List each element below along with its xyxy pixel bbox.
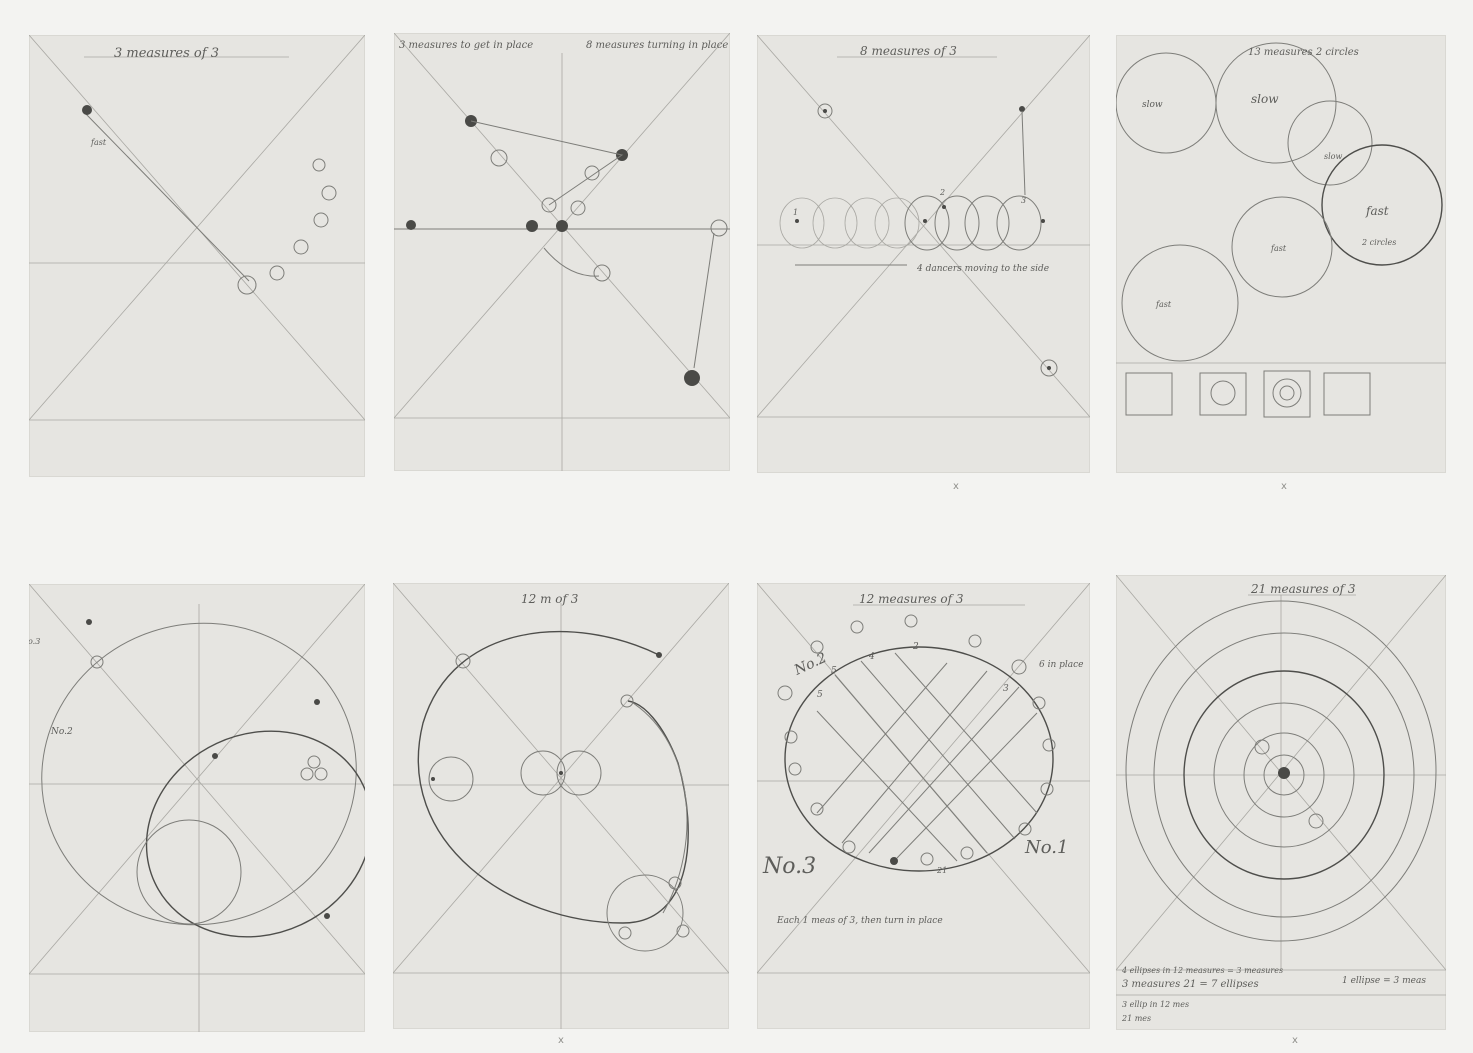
sketch-panel-8: 21 measures of 3 4 ellipses in 12 measur… xyxy=(1116,575,1446,1030)
panel-8-note-2: 3 measures 21 = 7 ellipses xyxy=(1122,979,1259,990)
panel-7-note-no3: No.3 xyxy=(762,854,816,879)
panel-8-drawing: 21 measures of 3 4 ellipses in 12 measur… xyxy=(1116,575,1446,1030)
panel-5-note-no2: No.2 xyxy=(50,727,73,737)
panel-8-title: 21 measures of 3 xyxy=(1250,582,1356,596)
panel-7-note-in-place: 6 in place xyxy=(1039,660,1084,670)
panel-6-title: 12 m of 3 xyxy=(521,592,579,606)
panel-5-note-no3: No.3 xyxy=(29,637,40,646)
panel-7-num-3: 3 xyxy=(1003,684,1009,694)
panel-7-note-no1: No.1 xyxy=(1024,837,1068,858)
panel-4-title: 13 measures 2 circles xyxy=(1248,47,1359,58)
panel-1-note: fast xyxy=(90,138,107,147)
panel-8-note-5: 21 mes xyxy=(1121,1014,1151,1023)
x-mark-1: x xyxy=(953,481,959,492)
panel-8-note-3: 1 ellipse = 3 meas xyxy=(1342,976,1426,986)
sketch-panel-5: No.2 No.3 xyxy=(29,584,365,1032)
sketch-panel-6: 12 m of 3 xyxy=(393,583,729,1029)
panel-3-title: 8 measures of 3 xyxy=(860,44,957,58)
panel-2-drawing: 3 measures to get in place 8 measures tu… xyxy=(394,33,730,471)
sketch-panel-2: 3 measures to get in place 8 measures tu… xyxy=(394,33,730,471)
sketch-panel-7: 12 measures of 3 No.2 No.3 No.1 6 in pla… xyxy=(757,583,1090,1029)
panel-4-note-slow: slow xyxy=(1142,100,1163,110)
sketch-panel-4: slow slow slow fast fast fast 2 circles … xyxy=(1116,35,1446,473)
sketch-panel-1: 3 measures of 3 fast xyxy=(29,35,365,477)
panel-7-num-4: 4 xyxy=(868,652,875,662)
panel-7-title: 12 measures of 3 xyxy=(859,592,964,606)
panel-7-num-5: 5 xyxy=(831,666,837,676)
panel-4-note-circles: 2 circles xyxy=(1361,238,1396,247)
panel-3-number-1: 1 xyxy=(793,208,798,217)
panel-7-num-5b: 5 xyxy=(817,690,823,700)
panel-4-note-fast-2: fast xyxy=(1270,244,1287,253)
panel-5-drawing: No.2 No.3 xyxy=(29,584,365,1032)
panel-4-note-slow-2: slow xyxy=(1251,92,1279,106)
panel-7-num-21: 21 xyxy=(936,866,947,875)
x-mark-4: x xyxy=(1292,1035,1298,1046)
panel-7-note-no2: No.2 xyxy=(791,650,829,679)
panel-7-note-each: Each 1 meas of 3, then turn in place xyxy=(776,916,943,926)
panel-4-note-fast-3: fast xyxy=(1155,300,1172,309)
panel-2-title-left: 3 measures to get in place xyxy=(399,40,533,51)
panel-7-drawing: 12 measures of 3 No.2 No.3 No.1 6 in pla… xyxy=(757,583,1090,1029)
sketch-panel-3: 8 measures of 3 4 dancers moving to the … xyxy=(757,35,1090,473)
panel-3-number-2: 2 xyxy=(939,188,945,197)
panel-1-title: 3 measures of 3 xyxy=(114,46,219,61)
panel-8-note-1: 4 ellipses in 12 measures = 3 measures xyxy=(1121,966,1283,975)
panel-1-drawing: 3 measures of 3 fast xyxy=(29,35,365,477)
panel-4-note-fast: fast xyxy=(1365,204,1389,218)
panel-3-drawing: 8 measures of 3 4 dancers moving to the … xyxy=(757,35,1090,473)
panel-4-drawing: slow slow slow fast fast fast 2 circles … xyxy=(1116,35,1446,473)
x-mark-3: x xyxy=(558,1035,564,1046)
x-mark-2: x xyxy=(1281,481,1287,492)
panel-8-note-4: 3 ellip in 12 mes xyxy=(1122,1000,1189,1009)
panel-3-note: 4 dancers moving to the side xyxy=(916,264,1049,274)
panel-7-num-2: 2 xyxy=(912,642,919,652)
panel-6-drawing: 12 m of 3 xyxy=(393,583,729,1029)
panel-3-number-3: 3 xyxy=(1021,196,1026,205)
panel-2-title-right: 8 measures turning in place xyxy=(586,40,728,51)
panel-4-note-slow-3: slow xyxy=(1324,152,1342,161)
